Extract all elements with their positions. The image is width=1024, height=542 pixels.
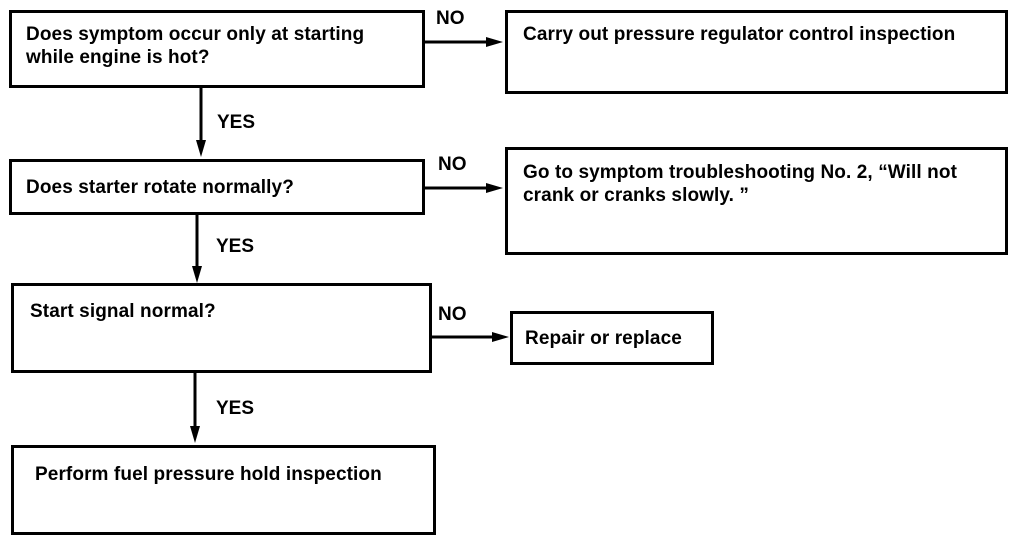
action-box-repair: Repair or replace [510,311,714,365]
action-box-pressure-regulator: Carry out pressure regulator control ins… [505,10,1008,94]
no-label-1: NO [436,8,465,29]
decision-engine-hot-text: Does symptom occur only at starting whil… [26,24,365,68]
action-box-troubleshooting: Go to symptom troubleshooting No. 2, “Wi… [505,147,1008,255]
action-pressure-regulator-text: Carry out pressure regulator control ins… [523,24,956,45]
decision-box-start-signal: Start signal normal? [11,283,432,373]
decision-box-engine-hot: Does symptom occur only at starting whil… [9,10,425,88]
no-label-3: NO [438,304,467,325]
yes-arrow-2-head [192,266,202,283]
decision-start-signal-text: Start signal normal? [30,301,216,322]
action-box-fuel-pressure: Perform fuel pressure hold inspection [11,445,436,535]
yes-label-1: YES [217,112,256,133]
yes-label-3: YES [216,398,255,419]
no-arrow-3-head [492,332,509,342]
no-arrow-1-head [486,37,503,47]
yes-label-2: YES [216,236,255,257]
action-fuel-pressure-text: Perform fuel pressure hold inspection [35,464,382,485]
yes-arrow-1-head [196,140,206,157]
action-repair-text: Repair or replace [525,328,682,349]
decision-starter-text: Does starter rotate normally? [26,177,294,198]
decision-box-starter: Does starter rotate normally? [9,159,425,215]
yes-arrow-3-head [190,426,200,443]
no-arrow-2-head [486,183,503,193]
no-label-2: NO [438,154,467,175]
action-troubleshooting-text: Go to symptom troubleshooting No. 2, “Wi… [523,162,958,206]
